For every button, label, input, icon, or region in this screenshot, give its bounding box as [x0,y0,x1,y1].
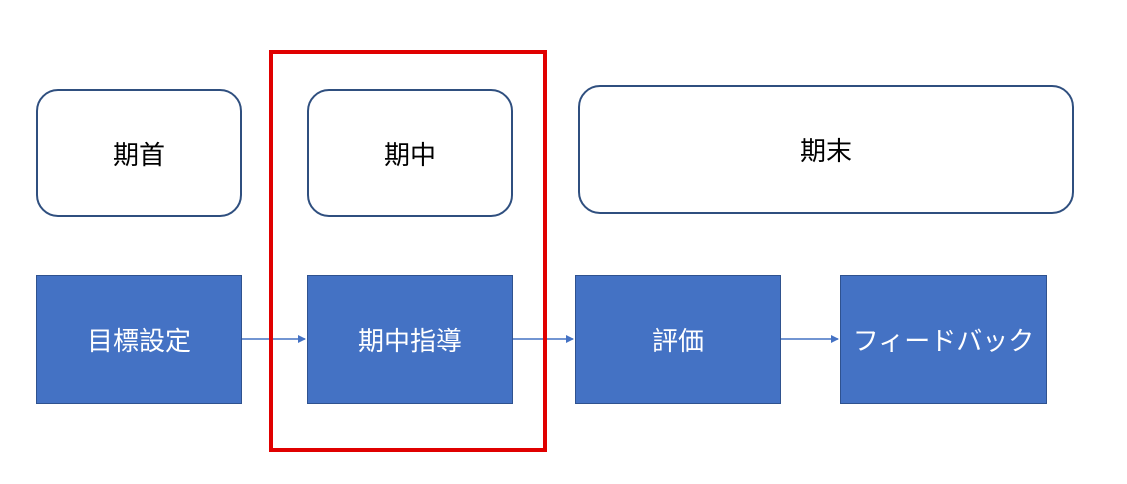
step-goal-setting-label: 目標設定 [86,327,191,357]
mid-term-highlight-frame [269,50,547,452]
phase-end-box: 期末 [578,85,1074,214]
step-evaluation-label: 評価 [651,327,704,357]
step-mid-term-coaching: 期中指導 [307,275,513,404]
phase-start-box: 期首 [36,89,242,217]
step-mid-term-coaching-label: 期中指導 [357,327,462,357]
phase-end-label: 期末 [799,137,852,167]
phase-mid-label: 期中 [383,140,436,171]
step-feedback: フィードバック [840,275,1047,404]
phase-start-label: 期首 [112,140,165,171]
step-goal-setting: 目標設定 [36,275,242,404]
step-evaluation: 評価 [575,275,781,404]
step-feedback-label: フィードバック [852,327,1035,357]
phase-mid-box: 期中 [307,89,513,217]
